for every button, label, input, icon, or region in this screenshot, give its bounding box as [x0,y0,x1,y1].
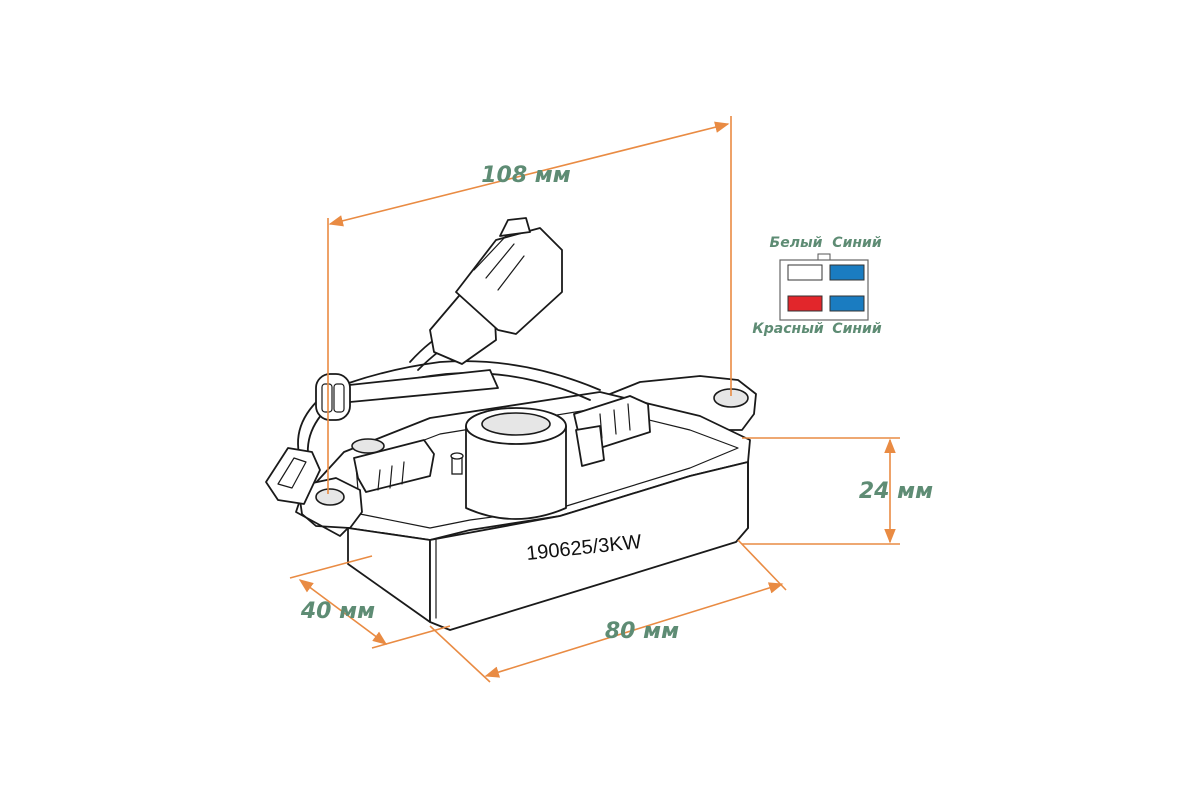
terminal-right [573,395,651,467]
connector-legend: Белый Синий Красный Синий [752,235,882,337]
capacitor-cylinder [465,407,567,520]
dimension-height-label: 24 мм [859,479,933,504]
legend-swatch-blue-bottom [829,295,865,312]
dimension-24mm: 24 мм [742,437,933,545]
wire-bundle [329,360,601,391]
dimension-width-label: 80 мм [605,619,679,644]
dimension-80mm: 80 мм [429,539,787,683]
dimension-40mm: 40 мм [289,555,451,649]
side-connector [315,373,351,421]
legend-label-top-left: Белый [770,235,823,251]
legend-key-tab [817,253,831,261]
legend-label-bottom-right: Синий [832,321,882,337]
legend-swatch-blue-top [829,264,865,281]
legend-label-bottom-left: Красный [752,321,824,337]
legend-swatch-red [787,295,823,312]
legend-swatch-white [787,264,823,281]
terminal-left [351,438,435,493]
top-connector [429,217,563,365]
screw [450,452,464,475]
spade-terminal [265,447,321,505]
regulator-device: 190625/3KW [265,217,757,631]
legend-label-top-right: Синий [832,235,882,251]
dimension-108mm: 108 мм [327,116,732,494]
dimension-length-label: 108 мм [481,163,571,188]
dimension-depth-label: 40 мм [300,599,375,624]
mount-hole-left [315,488,345,506]
